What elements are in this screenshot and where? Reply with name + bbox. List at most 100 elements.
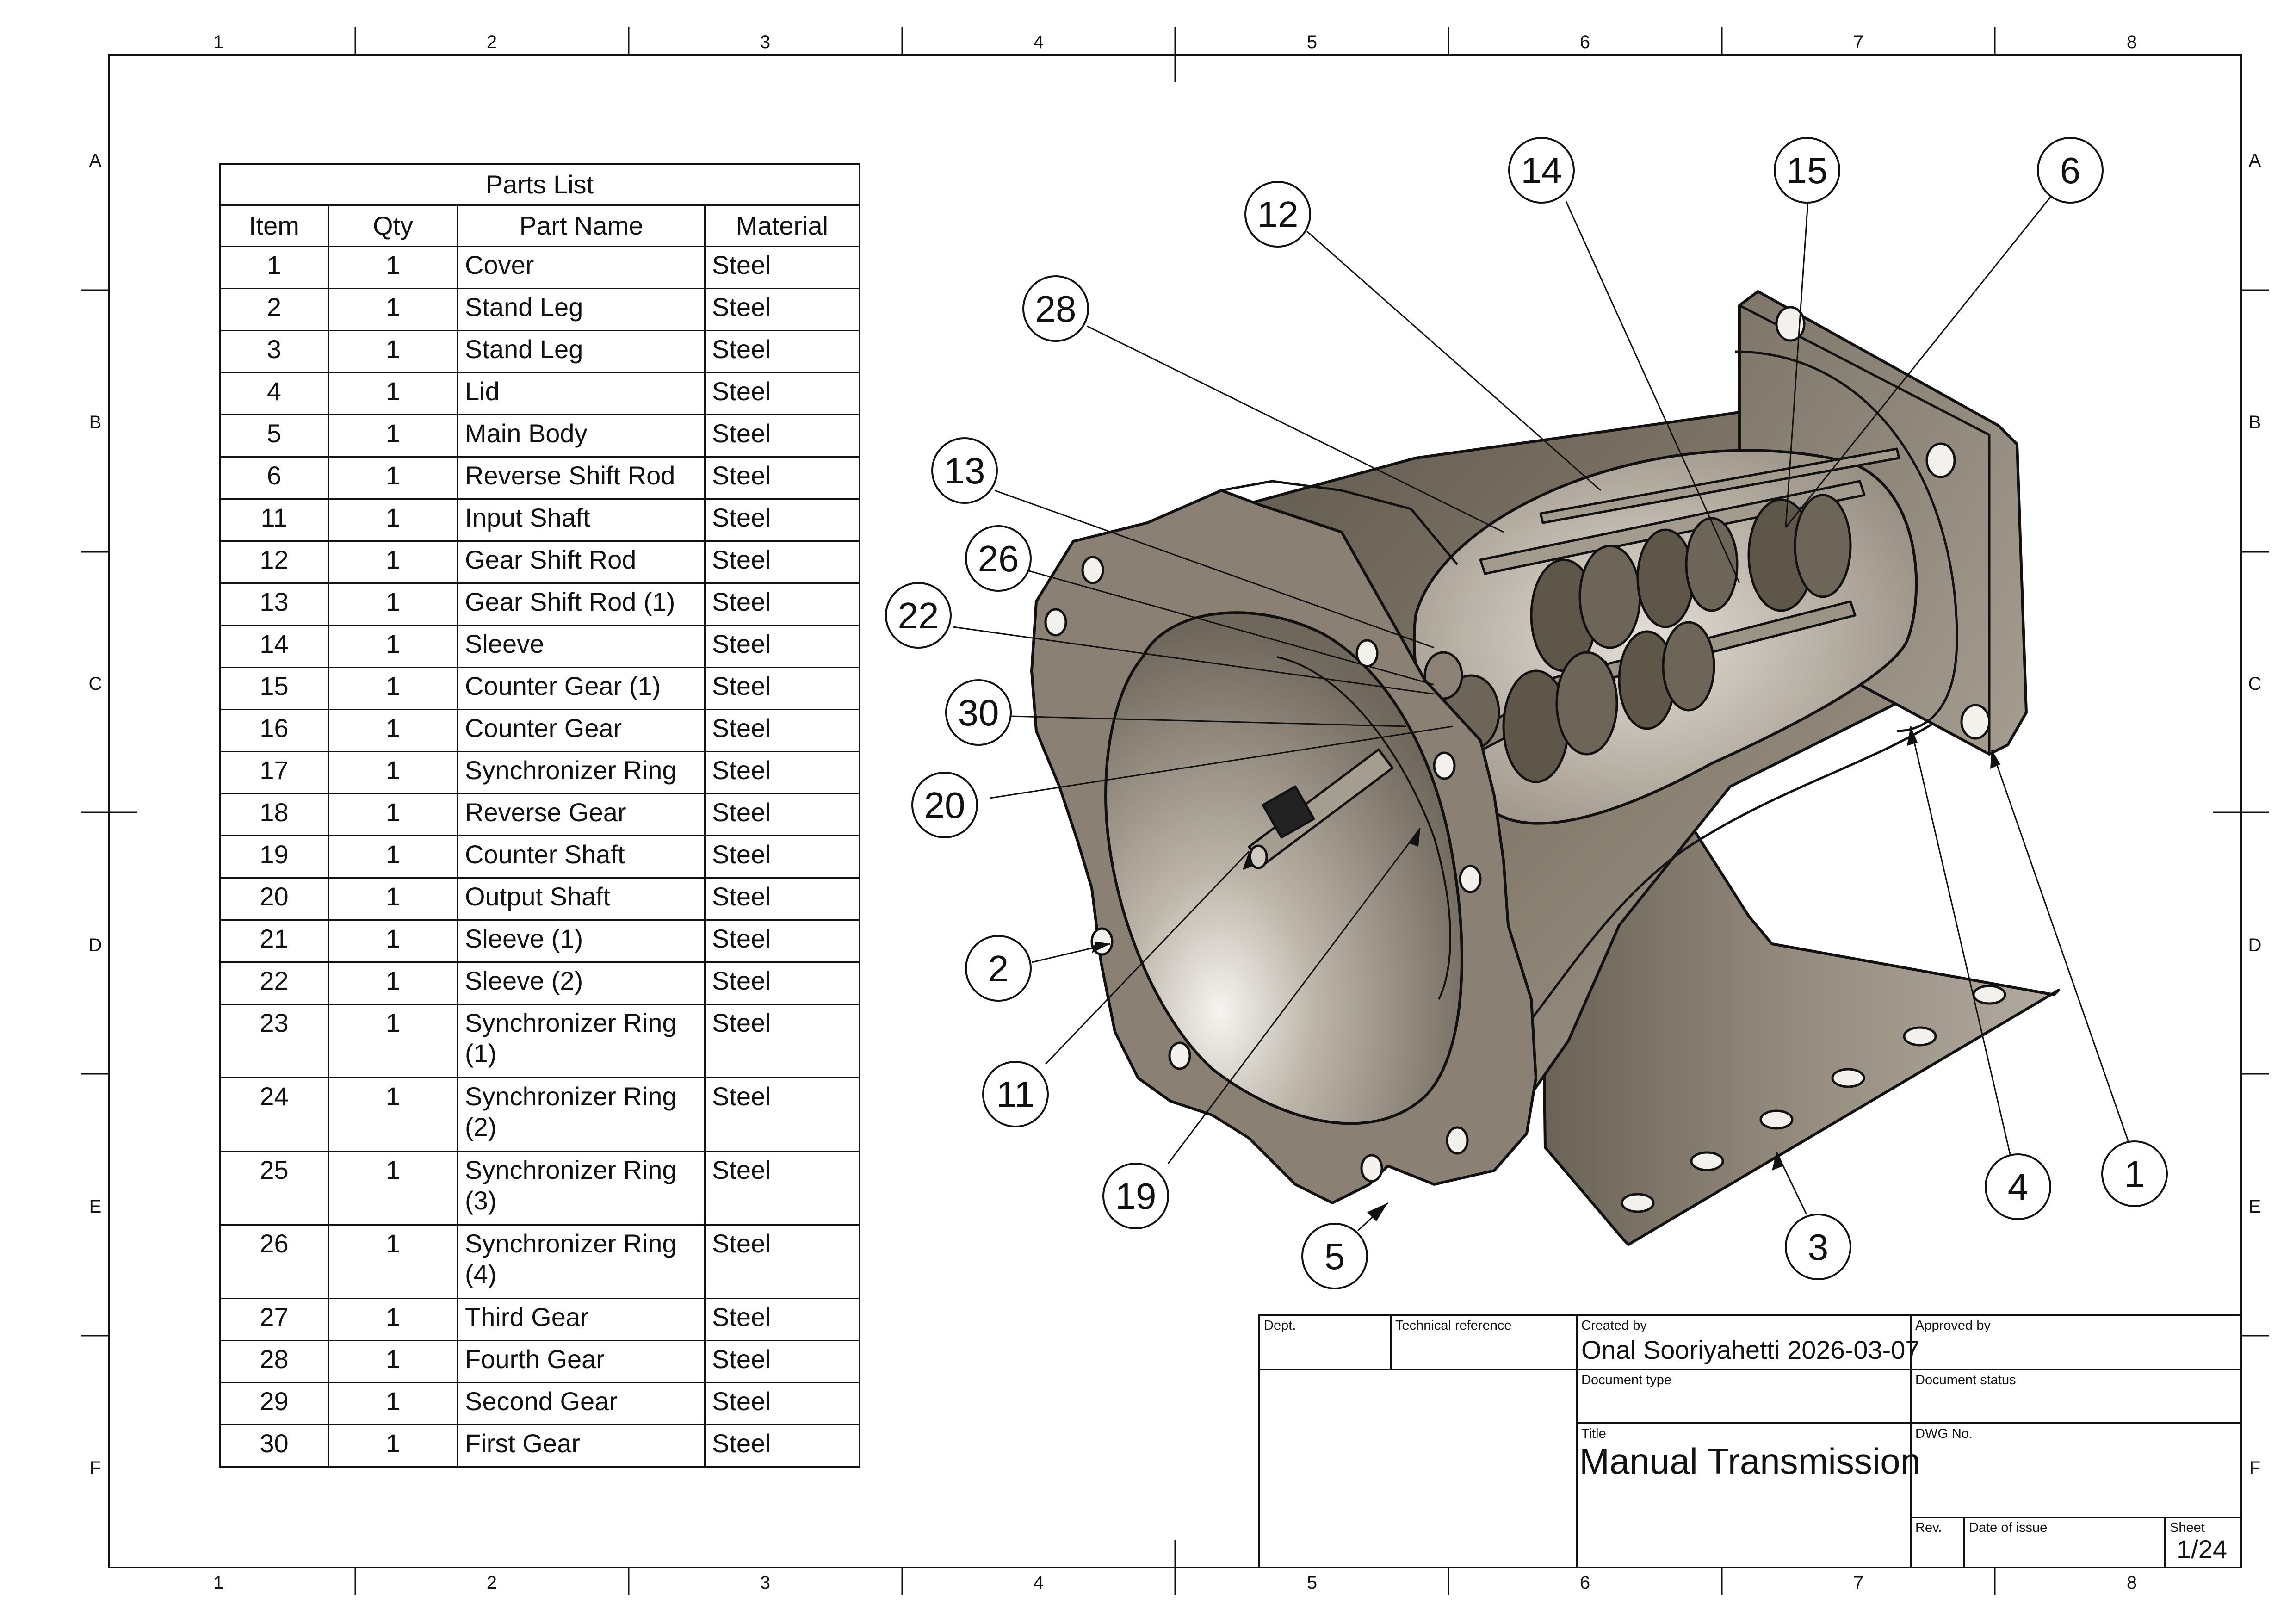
balloon-circle: [982, 1061, 1049, 1127]
item-cell: 21: [219, 919, 329, 963]
balloon-number: 5: [1324, 1236, 1345, 1277]
part-name-cell: Gear Shift Rod: [457, 540, 706, 584]
material-cell: Steel: [704, 625, 860, 668]
part-name-cell: Third Gear: [457, 1298, 706, 1341]
zone-row-label: C: [89, 674, 102, 694]
item-balloon: 11: [982, 1061, 1049, 1127]
qty-cell: 1: [328, 961, 458, 1005]
dept-label: Dept.: [1264, 1318, 1296, 1333]
part-name-cell: Second Gear: [457, 1382, 706, 1425]
item-balloon: 14: [1508, 137, 1575, 204]
item-cell: 12: [219, 540, 329, 584]
item-balloon: 4: [1985, 1153, 2051, 1220]
zone-column-label: 1: [213, 1573, 223, 1593]
zone-row-label: A: [89, 150, 102, 171]
balloon-circle: [1301, 1223, 1368, 1289]
zone-column-label: 2: [487, 32, 497, 52]
material-cell: Steel: [704, 1224, 860, 1299]
column-header-part-name: Part Name: [457, 204, 706, 247]
item-cell: 18: [219, 793, 329, 836]
balloon-number: 19: [1115, 1176, 1157, 1217]
date-of-issue-label: Date of issue: [1969, 1520, 2048, 1535]
part-name-cell: Sleeve (2): [457, 961, 706, 1005]
material-cell: Steel: [704, 582, 860, 626]
item-balloon: 5: [1301, 1223, 1368, 1289]
balloon-number: 4: [2008, 1166, 2029, 1208]
balloon-number: 11: [996, 1074, 1034, 1115]
zone-row-label: A: [2249, 150, 2261, 171]
part-name-cell: Cover: [457, 246, 706, 289]
item-balloon: 3: [1785, 1214, 1851, 1280]
item-cell: 4: [219, 372, 329, 415]
part-name-cell: Counter Gear: [457, 709, 706, 752]
qty-cell: 1: [328, 751, 458, 794]
item-cell: 15: [219, 667, 329, 710]
sheet-label: Sheet: [2170, 1520, 2205, 1535]
balloon-number: 28: [1035, 288, 1077, 329]
item-balloon: 1: [2101, 1140, 2168, 1207]
item-cell: 17: [219, 751, 329, 794]
input-shaft: [1248, 748, 1394, 869]
zone-column-label: 7: [1853, 1573, 1863, 1593]
part-name-line: Synchronizer Ring: [465, 1155, 677, 1184]
balloon-circle: [1022, 275, 1089, 342]
zone-row-label: F: [90, 1458, 101, 1478]
qty-cell: 1: [328, 330, 458, 373]
item-balloon: 12: [1244, 181, 1311, 248]
balloon-circle: [965, 525, 1032, 592]
item-cell: 30: [219, 1424, 329, 1468]
isometric-view: [1030, 290, 2060, 1246]
qty-cell: 1: [328, 246, 458, 289]
parts-list-title: Parts List: [219, 163, 860, 206]
material-cell: Steel: [704, 919, 860, 963]
balloon-number: 13: [944, 450, 985, 491]
balloon-circle: [1985, 1153, 2051, 1220]
qty-cell: 1: [328, 667, 458, 710]
item-cell: 26: [219, 1224, 329, 1299]
part-name-cell: Fourth Gear: [457, 1340, 706, 1383]
created-by-value: Onal Sooriyahetti 2026-03-07: [1581, 1335, 1920, 1365]
zone-row-label: F: [2249, 1458, 2260, 1478]
zone-row-label: E: [89, 1196, 102, 1217]
qty-cell: 1: [328, 877, 458, 921]
item-cell: 6: [219, 456, 329, 500]
approved-by-label: Approved by: [1915, 1318, 1991, 1333]
material-cell: Steel: [704, 330, 860, 373]
qty-cell: 1: [328, 1004, 458, 1078]
part-name-line: (2): [465, 1112, 497, 1141]
zone-column-label: 4: [1034, 32, 1044, 52]
qty-cell: 1: [328, 1224, 458, 1299]
item-cell: 11: [219, 498, 329, 542]
part-name-cell: Input Shaft: [457, 498, 706, 542]
item-cell: 2: [219, 288, 329, 331]
item-cell: 5: [219, 414, 329, 458]
zone-column-label: 5: [1307, 32, 1317, 52]
part-name-cell: Stand Leg: [457, 330, 706, 373]
material-cell: Steel: [704, 1340, 860, 1383]
balloon-circle: [2101, 1140, 2168, 1207]
qty-cell: 1: [328, 1340, 458, 1383]
item-balloon: 22: [885, 582, 952, 649]
qty-cell: 1: [328, 456, 458, 500]
balloon-number: 30: [958, 692, 999, 733]
zone-column-label: 5: [1307, 1573, 1317, 1593]
qty-cell: 1: [328, 288, 458, 331]
created-date: 2026-03-07: [1787, 1335, 1920, 1364]
material-cell: Steel: [704, 751, 860, 794]
material-cell: Steel: [704, 372, 860, 415]
qty-cell: 1: [328, 793, 458, 836]
title-label: Title: [1581, 1426, 1606, 1441]
document-status-label: Document status: [1915, 1373, 2016, 1388]
item-cell: 13: [219, 582, 329, 626]
balloon-circle: [1774, 137, 1840, 204]
